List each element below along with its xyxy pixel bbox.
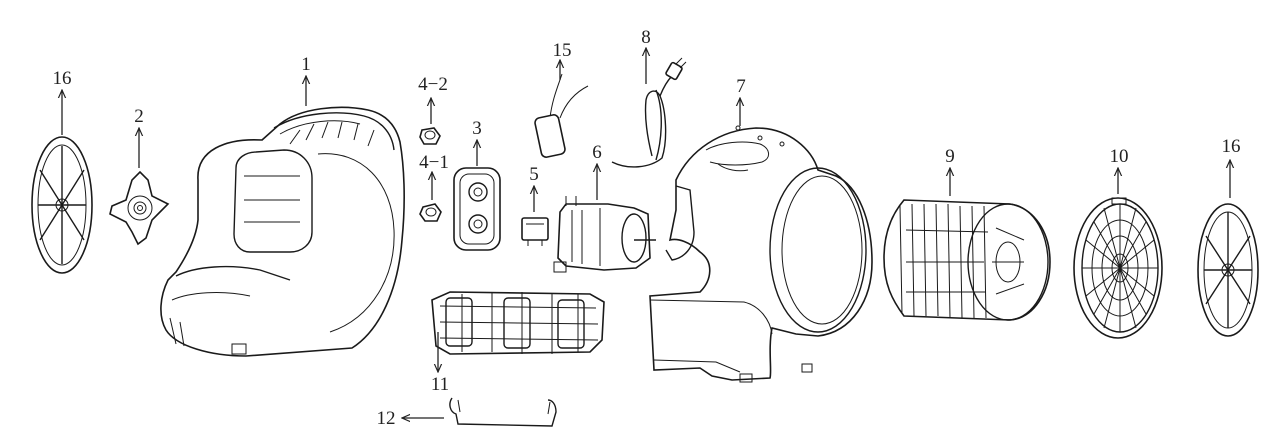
part-8-power-cord [611,57,687,168]
part-9-blower-wheel [883,199,1051,321]
part-5-switch [521,217,549,246]
label-4-1: 4−1 [419,152,449,173]
label-6: 6 [592,142,602,163]
part-3-control-panel [453,167,501,251]
label-15: 15 [553,40,572,61]
label-16a: 16 [53,68,72,89]
label-10: 10 [1110,146,1129,167]
label-8: 8 [641,27,651,48]
label-7: 7 [736,76,746,97]
part-7-main-housing [649,125,873,383]
label-1: 1 [301,54,311,75]
part-11-wire-cage [431,291,605,355]
part-10-filter-grille [1073,197,1163,339]
part-6-motor [553,196,656,273]
label-16b: 16 [1222,136,1241,157]
part-4-1-knob [419,203,442,222]
label-2: 2 [134,106,144,127]
label-4-2: 4−2 [418,74,448,95]
part-1-housing-half [160,106,405,357]
part-16-left-grille [31,136,93,274]
label-3: 3 [472,118,482,139]
label-9: 9 [945,146,955,167]
label-12: 12 [377,408,396,429]
part-16-right-grille [1197,203,1259,337]
label-5: 5 [529,164,539,185]
part-2-hub [109,170,170,246]
part-12-handle-bar [449,397,557,427]
label-11: 11 [431,374,449,395]
part-15-capacitor [534,73,589,158]
part-4-2-knob [419,127,441,145]
